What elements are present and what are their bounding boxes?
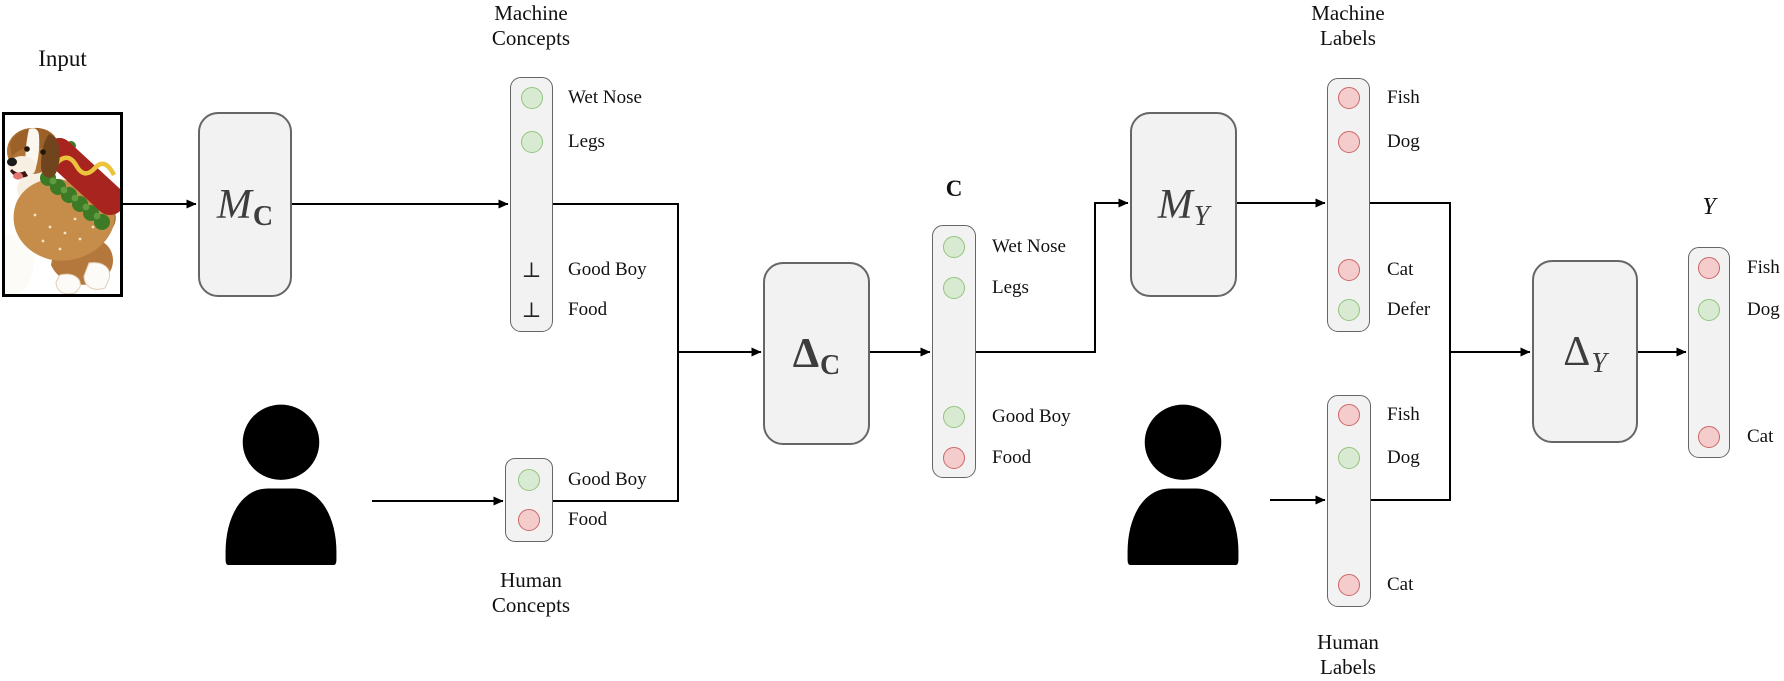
dog-paw <box>55 273 81 295</box>
c-vector-title: C <box>945 176 963 201</box>
my-label-sub: Y <box>1193 200 1210 232</box>
mc-label-sub: C <box>252 200 274 232</box>
dot <box>1698 426 1720 448</box>
y-vector-column: Fish Dog Cat <box>1688 247 1780 458</box>
dog-paw <box>83 262 111 290</box>
dot <box>943 277 965 299</box>
item-label: Food <box>568 509 608 530</box>
human-icon <box>1117 404 1249 570</box>
delta-y-label: Δ <box>1563 328 1591 375</box>
human-concepts-title: Human Concepts <box>491 568 571 617</box>
input-title: Input <box>38 46 87 71</box>
item-label: Good Boy <box>992 406 1071 427</box>
item-label: Wet Nose <box>992 236 1066 257</box>
dot <box>1698 299 1720 321</box>
item-label: Good Boy <box>568 259 647 280</box>
human-concepts-column: Good Boy Food <box>505 458 647 542</box>
human-icon <box>215 404 347 570</box>
machine-labels-column: Fish Dog Cat Defer <box>1327 78 1430 332</box>
human-labels-pill <box>1327 395 1371 607</box>
machine-concepts-pill <box>510 77 553 332</box>
dot <box>943 406 965 428</box>
dot <box>1337 299 1360 321</box>
dog-front-leg <box>5 233 35 294</box>
dot <box>1338 447 1360 469</box>
item-label: Fish <box>1387 404 1420 425</box>
dot <box>520 87 543 109</box>
item-label: Dog <box>1747 299 1780 320</box>
y-vector-title: Y <box>1702 194 1716 220</box>
human-labels-title: Human Labels <box>1317 630 1379 679</box>
delta-c-label: Δ <box>792 330 820 377</box>
dot <box>518 469 540 491</box>
dog-eye <box>24 146 30 152</box>
item-label: Good Boy <box>568 469 647 490</box>
item-label: Dog <box>1387 131 1420 152</box>
machine-concepts-title: Machine Concepts <box>491 1 571 50</box>
item-label: Legs <box>568 131 605 152</box>
dot <box>520 131 543 153</box>
human-labels-column: Fish Dog Cat <box>1327 395 1420 607</box>
item-label: Defer <box>1387 299 1431 320</box>
c-vector-pill <box>932 225 976 478</box>
item-label: Cat <box>1387 259 1414 280</box>
dog-nose <box>7 157 17 167</box>
dot <box>1338 404 1360 426</box>
bun-sesame-dots <box>33 213 95 251</box>
machine-labels-pill <box>1327 78 1370 332</box>
dog-eye <box>40 149 46 155</box>
dot <box>1337 87 1360 109</box>
item-label: Food <box>568 299 608 320</box>
item-label: Food <box>992 447 1032 468</box>
delta-y-label-sub: Y <box>1591 347 1607 379</box>
machine-labels-title: Machine Labels <box>1311 1 1385 50</box>
dog-hotdog-illustration <box>5 115 125 295</box>
wire-c-to-my <box>976 198 1129 353</box>
item-label: Cat <box>1747 426 1774 447</box>
dot <box>1337 259 1360 281</box>
dot <box>1337 131 1360 153</box>
dot: ⊥ <box>521 258 542 282</box>
delta-c-label-sub: C <box>820 349 841 381</box>
dot <box>1338 574 1360 596</box>
dog-head <box>7 127 60 180</box>
item-label: Legs <box>992 277 1029 298</box>
hotdog-mustard <box>52 155 117 177</box>
dot <box>518 509 540 531</box>
dot <box>1698 257 1720 279</box>
item-label: Fish <box>1747 257 1780 278</box>
item-label: Cat <box>1387 574 1414 595</box>
hotdog-sausage <box>44 138 125 215</box>
item-label: Fish <box>1387 87 1420 108</box>
dog-ear <box>41 134 60 178</box>
wire-concepts-join <box>553 203 679 502</box>
dot <box>943 447 965 469</box>
input-image <box>2 112 125 297</box>
y-vector-pill <box>1688 247 1730 458</box>
my-label: M <box>1157 181 1193 228</box>
dog-tongue <box>13 172 23 180</box>
mc-label: M <box>216 181 252 228</box>
dot <box>943 236 965 258</box>
c-vector-column: Wet Nose Legs Good Boy Food <box>932 225 1071 478</box>
dot: ⊥ <box>521 298 542 322</box>
item-label: Wet Nose <box>568 87 642 108</box>
item-label: Dog <box>1387 447 1420 468</box>
machine-concepts-column: ⊥ ⊥ Wet Nose Legs Good Boy Food <box>510 77 647 332</box>
